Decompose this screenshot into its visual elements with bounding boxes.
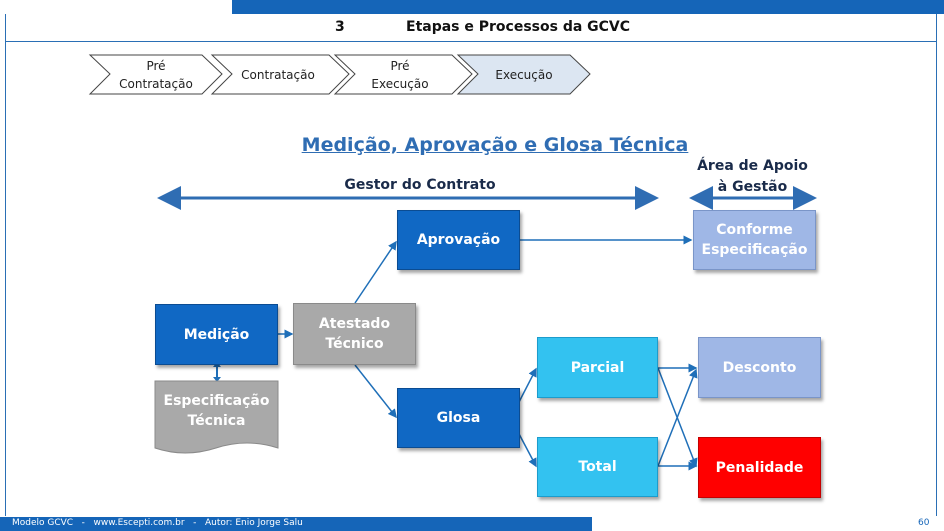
- especificacao-line2: Técnica: [187, 413, 246, 429]
- page-title: Etapas e Processos da GCVC: [406, 19, 631, 35]
- especificacao-document-shape: [154, 380, 279, 454]
- stage-chevron-2: [210, 54, 350, 95]
- page-number: 60: [918, 518, 930, 528]
- header-box: [5, 14, 937, 42]
- node-atestado-tecnico: Atestado Técnico: [293, 303, 416, 365]
- section-number: 3: [335, 19, 345, 35]
- node-medicao-label: Medição: [183, 326, 250, 343]
- total-desconto-arrow: [657, 368, 698, 467]
- footer-credits: Modelo GCVC - www.Escepti.com.br - Autor…: [12, 518, 303, 528]
- top-accent-bar: [232, 0, 944, 14]
- stage-pre-execucao[interactable]: Pré Execução: [352, 55, 448, 94]
- apoio-label-line2: à Gestão: [717, 179, 788, 195]
- stage-1-line2: Contratação: [119, 76, 193, 91]
- stage-execucao[interactable]: Execução: [476, 55, 572, 94]
- node-conforme-especificacao: Conforme Especificação: [693, 210, 816, 270]
- node-desconto-label: Desconto: [722, 359, 797, 376]
- stage-3-line1: Pré: [390, 58, 410, 73]
- atestado-aprovacao-arrow: [354, 240, 397, 304]
- stage-1-line1: Pré: [146, 58, 166, 73]
- footer-bar: [0, 517, 592, 531]
- node-aprovacao-label: Aprovação: [416, 232, 501, 248]
- conforme-line2: Especificação: [701, 242, 808, 258]
- node-penalidade: Penalidade: [698, 437, 821, 498]
- stage-contratacao[interactable]: Contratação: [230, 55, 326, 94]
- especificacao-line1: Especificação: [163, 393, 270, 409]
- node-aprovacao: Aprovação: [397, 210, 520, 270]
- stage-chevron-4: [456, 54, 591, 95]
- node-especificacao-tecnica: Especificação Técnica: [155, 381, 278, 441]
- content-frame: [5, 42, 937, 516]
- stage-3-line2: Execução: [371, 76, 429, 91]
- conforme-line1: Conforme: [716, 222, 793, 238]
- atestado-line2: Técnico: [325, 336, 384, 352]
- stage-4-label: Execução: [495, 67, 553, 82]
- stage-pre-contratacao[interactable]: Pré Contratação: [108, 55, 204, 94]
- node-desconto: Desconto: [698, 337, 821, 398]
- node-parcial-label: Parcial: [570, 359, 625, 376]
- stage-2-label: Contratação: [241, 67, 315, 82]
- node-glosa: Glosa: [397, 388, 520, 448]
- node-penalidade-label: Penalidade: [715, 459, 804, 476]
- atestado-glosa-arrow: [354, 364, 397, 419]
- glosa-parcial-arrow: [517, 367, 537, 405]
- node-total-label: Total: [578, 459, 617, 475]
- apoio-label-line1: Área de Apoio: [697, 158, 808, 174]
- stage-chevron-1: [88, 54, 223, 95]
- apoio-label: Área de Apoio à Gestão: [680, 156, 825, 198]
- gestor-label: Gestor do Contrato: [344, 177, 496, 193]
- node-total: Total: [537, 437, 658, 497]
- node-medicao: Medição: [155, 304, 278, 365]
- node-parcial: Parcial: [537, 337, 658, 398]
- diagram-title: Medição, Aprovação e Glosa Técnica: [301, 134, 689, 156]
- stage-chevron-3: [333, 54, 473, 95]
- node-glosa-label: Glosa: [436, 410, 481, 426]
- glosa-total-arrow: [517, 431, 537, 468]
- atestado-line1: Atestado: [318, 316, 391, 332]
